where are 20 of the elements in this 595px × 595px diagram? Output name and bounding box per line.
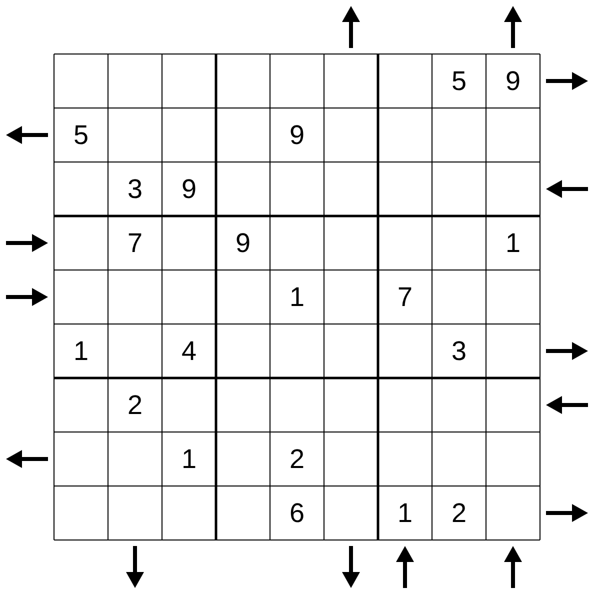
given-digit: 3 xyxy=(450,336,468,366)
given-digit: 7 xyxy=(396,282,414,312)
given-digit: 6 xyxy=(288,498,306,528)
given-digit: 5 xyxy=(72,120,90,150)
given-digit: 5 xyxy=(450,66,468,96)
given-digit: 9 xyxy=(234,228,252,258)
given-digit: 1 xyxy=(504,228,522,258)
given-digit: 1 xyxy=(288,282,306,312)
given-digit: 2 xyxy=(288,444,306,474)
given-digit: 4 xyxy=(180,336,198,366)
given-digit: 2 xyxy=(450,498,468,528)
given-digit: 2 xyxy=(126,390,144,420)
given-digit: 9 xyxy=(180,174,198,204)
given-digit: 9 xyxy=(504,66,522,96)
given-digit: 3 xyxy=(126,174,144,204)
given-digit: 9 xyxy=(288,120,306,150)
given-digit: 1 xyxy=(396,498,414,528)
given-digit: 1 xyxy=(180,444,198,474)
given-digit: 1 xyxy=(72,336,90,366)
given-digit: 7 xyxy=(126,228,144,258)
